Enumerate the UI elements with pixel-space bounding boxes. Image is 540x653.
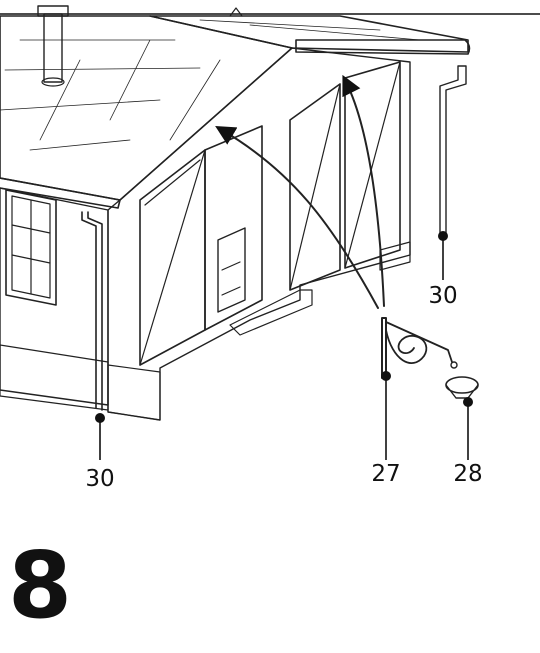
arrow-to-wall-right — [342, 74, 385, 307]
callout-30-left: 30 — [85, 466, 114, 492]
callout-27: 27 — [371, 461, 400, 487]
gable-wall — [107, 47, 411, 421]
window — [5, 189, 57, 306]
chimney — [37, 5, 69, 87]
downpipe-left — [81, 211, 103, 411]
lantern-bracket-part-27 — [381, 317, 458, 379]
callout-28: 28 — [453, 461, 482, 487]
arrow-to-wall-left — [215, 125, 379, 309]
callout-30-right: 30 — [428, 283, 457, 309]
shed-door-centre — [204, 125, 263, 331]
goods-shed-building — [0, 5, 469, 421]
shed-door-right — [289, 61, 401, 291]
gutter-pipe-part-30-right — [295, 39, 471, 235]
step-number: 8 — [8, 532, 73, 639]
lantern-cap-part-28 — [445, 376, 479, 399]
roof-right-side — [149, 15, 469, 53]
shed-door-left — [139, 149, 206, 366]
leader-lines — [95, 231, 473, 460]
